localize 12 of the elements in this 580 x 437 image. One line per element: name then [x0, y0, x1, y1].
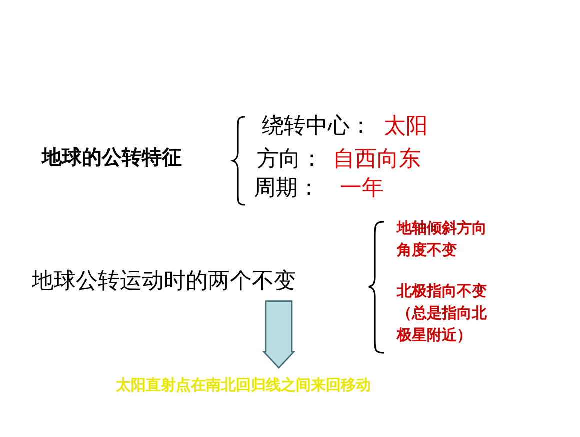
feature-label: 方向： [257, 146, 323, 172]
feature-value: 太阳 [384, 113, 428, 138]
note-text: 地轴倾斜方向角度不变 [397, 219, 488, 261]
result-text: 太阳直射点在南北回归线之间来回移动 [116, 368, 371, 396]
feature-value: 自西向东 [333, 146, 421, 172]
block-arrow [262, 300, 296, 369]
feature-label: 周期： [254, 175, 320, 200]
heading-text: 地球的公转特征 [42, 147, 182, 170]
heading-text: 地球公转运动时的两个不变 [32, 268, 296, 302]
feature-value: 一年 [340, 175, 384, 200]
feature-label: 绕转中心： [262, 113, 372, 138]
note-text: 北极指向不变（总是指向北极星附近） [397, 282, 488, 346]
